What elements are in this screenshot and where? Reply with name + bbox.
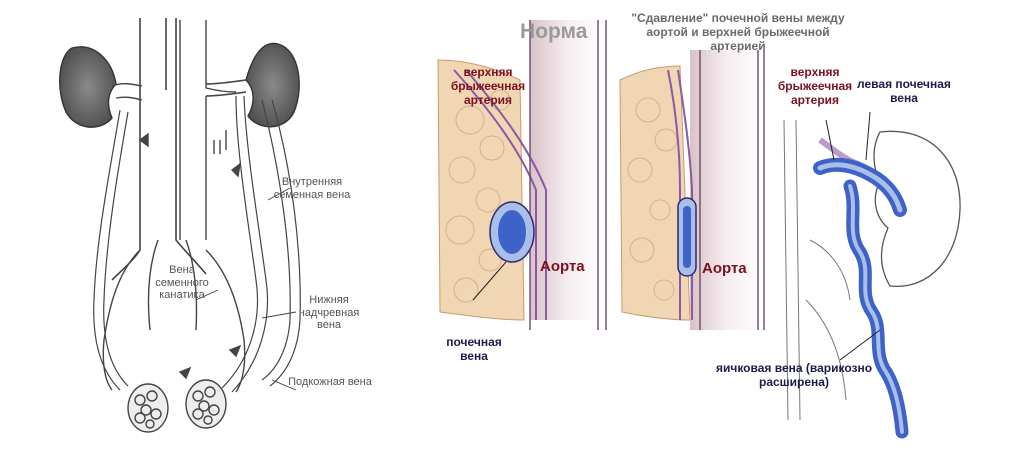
- compression-aorta-label: Аорта: [702, 260, 747, 277]
- compression-sma-label: верхняя брыжеечная артерия: [777, 65, 853, 107]
- left-anatomy-drawing: [59, 18, 301, 433]
- compression-sma: [667, 69, 693, 320]
- subcutaneous-vein-label: Подкожная вена: [288, 376, 372, 388]
- norm-aorta-label: Аорта: [540, 258, 585, 275]
- norm-sma: [453, 69, 547, 320]
- spermatic-cord-vein-label: Вена семенного канатика: [155, 264, 209, 302]
- internal-spermatic-vein-label: Внутренняя семенная вена: [273, 176, 351, 201]
- vena-cava: [111, 18, 207, 281]
- norm-sma-label: верхняя брыжеечная артерия: [450, 65, 526, 107]
- norm-title: Норма: [520, 20, 588, 43]
- pampiniform-plexus-left: [185, 379, 227, 429]
- compression-title: "Сдавление" почечной вены между аортой и…: [631, 11, 845, 53]
- left-kidney: [245, 42, 300, 128]
- pampiniform-plexus-right: [127, 383, 169, 433]
- compression-cross-section: [619, 50, 765, 330]
- left-kidney-varicocele: [783, 111, 961, 439]
- inferior-epigastric-vein-label: Нижняя надчревная вена: [298, 294, 360, 332]
- norm-cross-section: [437, 20, 607, 330]
- left-renal-vein-label: левая почечная вена: [857, 77, 951, 105]
- testicular-vein-label: яичковая вена (варикозно расширена): [715, 361, 873, 389]
- norm-renal-vein-label: почечная вена: [446, 335, 502, 363]
- right-kidney: [59, 46, 117, 128]
